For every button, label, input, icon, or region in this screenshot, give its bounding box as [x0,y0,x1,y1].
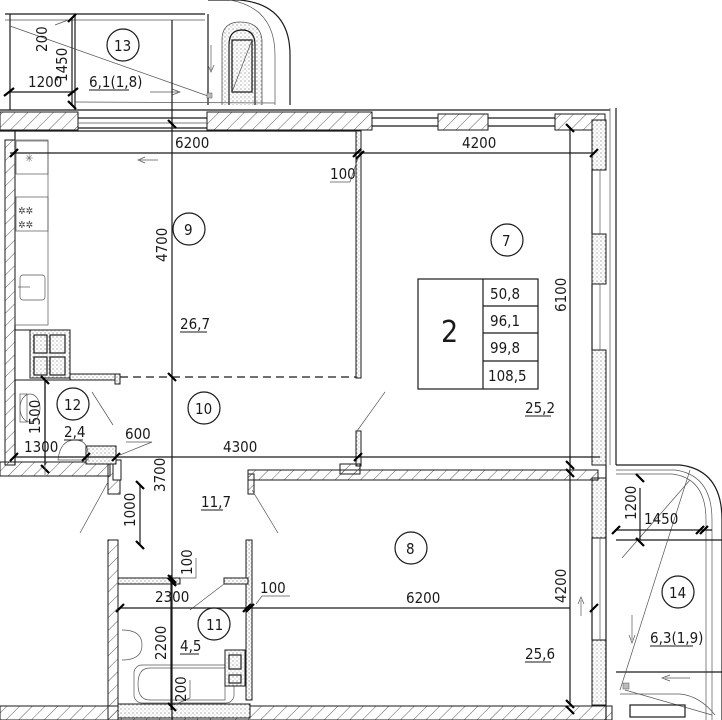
dim-bath-width: 2300 [155,588,189,606]
room-area: 4,5 [180,637,201,655]
total-area-with-balconies: 99,8 [490,339,520,357]
dim-balcony13-small: 200 [33,26,51,52]
room-13: 13 6,1(1,8) [89,28,142,91]
door-swings [79,391,691,611]
room-area: 6,1(1,8) [89,73,142,91]
room-number: 10 [195,400,212,418]
balcony-13 [3,0,291,110]
exterior-wall-right [591,108,617,720]
room-12: 12 2,4 [56,387,90,441]
apartment-summary-table: 2 50,8 96,1 99,8 108,5 [417,278,539,390]
room-number: 11 [206,616,223,634]
dim-balcony13-height: 1450 [53,48,71,82]
room-area: 6,3(1,9) [650,629,703,647]
room-10: 10 11,7 [187,391,231,511]
gross-area: 108,5 [488,367,527,385]
dim-room7-depth: 6100 [552,278,570,312]
room-9: 9 26,7 [172,212,210,333]
svg-text:✳: ✳ [25,152,33,165]
dim-room7-width: 4200 [462,134,496,152]
dim-bath-depth: 2200 [152,626,170,660]
interior-partitions [0,130,613,720]
bath-fixtures [121,629,246,704]
dim-kitchen-width: 6200 [175,134,209,152]
dim-wc-door: 600 [125,425,151,443]
total-area: 96,1 [490,312,520,330]
dim-bath-wall: 200 [172,676,190,702]
room-area: 25,6 [525,645,555,663]
dim-bath-partition-a: 100 [178,549,196,575]
dim-balcony14-width: 1450 [644,510,678,528]
dim-wc-depth: 1500 [26,400,44,434]
dim-bath-partition-b: 100 [260,579,286,597]
room-area: 25,2 [525,399,555,417]
dim-kitchen-depth: 4700 [153,228,171,262]
living-area: 50,8 [490,285,520,303]
dim-hall-depth: 3700 [151,458,169,492]
room-area: 11,7 [201,493,231,511]
dim-door-width: 1000 [121,493,139,527]
svg-text:✲✲: ✲✲ [18,220,33,231]
room-number: 9 [184,221,193,239]
dim-partition-100: 100 [330,165,356,183]
room-11: 11 4,5 [180,607,231,655]
room-area: 2,4 [64,423,85,441]
dim-wc-width: 1300 [24,438,58,456]
room-area: 26,7 [180,315,210,333]
dim-hall-width: 4300 [223,438,257,456]
dim-balcony13-width: 1200 [28,73,62,91]
dimension-labels: 200 1450 1200 6200 4700 100 4200 6100 15… [24,26,678,702]
room-14: 14 6,3(1,9) [650,575,703,647]
dim-balcony14-height: 1200 [622,486,640,520]
room-number: 8 [406,540,415,558]
room-number: 7 [502,232,511,250]
exterior-wall-top [0,109,610,132]
room-number: 13 [114,37,131,55]
room-number: 14 [669,584,686,602]
room-number: 12 [64,396,81,414]
stove-icon: ✲✲ [18,206,33,217]
room-8: 8 25,6 [394,531,555,663]
dim-room8-width: 6200 [406,589,440,607]
dimension-lines [9,20,712,720]
room-7: 7 25,2 [490,223,555,417]
kitchen-counter: ✳ ✲✲ ✲✲ [14,139,49,326]
rooms-count: 2 [441,315,458,350]
dim-room8-depth: 4200 [552,569,570,603]
